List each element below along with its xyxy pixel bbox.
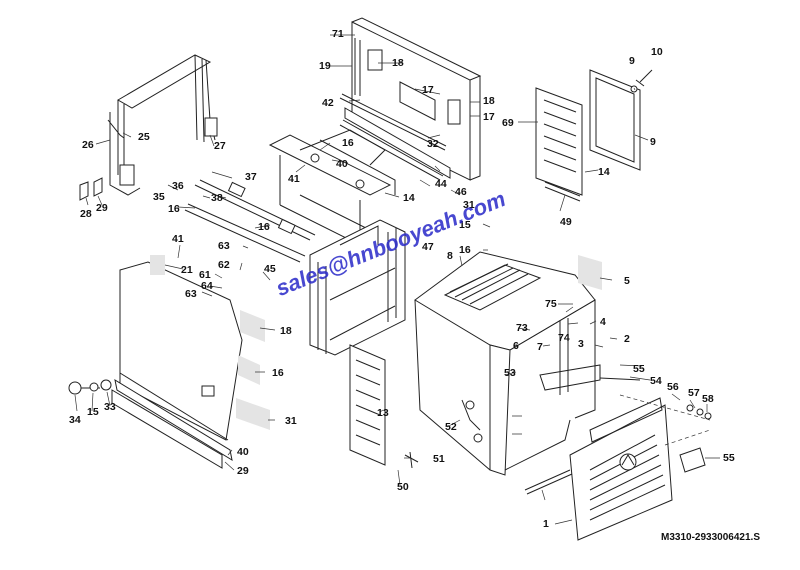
- knob-fasteners-part: [68, 379, 112, 395]
- callout-30: 27: [214, 140, 226, 152]
- drawing-code: M3310-2933006421.S: [661, 532, 760, 543]
- callout-labels: 71 19 18 17 42 18 17 32 16 40 41 44 46 1…: [69, 28, 735, 530]
- callout-20: 16: [342, 137, 354, 149]
- callout-64: 62: [218, 259, 230, 271]
- callout-48: 44: [435, 178, 447, 190]
- callout-36: 32: [427, 138, 439, 150]
- callout-62: 58: [702, 393, 714, 405]
- callout-72: 74: [558, 332, 570, 344]
- callout-47: 42: [322, 97, 334, 109]
- callout-61: 57: [688, 387, 700, 399]
- callout-35: 31: [285, 415, 297, 427]
- callout-33: 29: [237, 465, 249, 477]
- callout-54: 51: [433, 453, 445, 465]
- callout-73: 75: [545, 298, 557, 310]
- callout-12: 13: [377, 407, 389, 419]
- callout-51: 47: [422, 241, 434, 253]
- callout-50: 46: [455, 186, 467, 198]
- callout-18: 16: [272, 367, 284, 379]
- mounting-rails-part: [184, 179, 316, 263]
- long-bars-part: [339, 93, 451, 181]
- callout-46: 41: [172, 233, 184, 245]
- callout-32: 29: [96, 202, 108, 214]
- callout-66: 63: [185, 288, 197, 300]
- callout-27: 19: [319, 60, 331, 72]
- roof-frame-part: [79, 54, 218, 201]
- callout-39: 35: [153, 191, 165, 203]
- callout-7: 7: [537, 341, 543, 353]
- callout-53: 50: [397, 481, 409, 493]
- side-grille-door-part: [535, 69, 641, 202]
- callout-15-top: 15: [459, 219, 471, 231]
- callout-28: 25: [138, 131, 150, 143]
- callout-13: 14: [598, 166, 610, 178]
- callout-42: 38: [211, 192, 223, 204]
- callout-65: 63: [218, 240, 230, 252]
- callout-37: 33: [104, 401, 116, 413]
- callout-56: 53: [504, 367, 516, 379]
- callout-25: 18: [392, 57, 404, 69]
- callout-4: 4: [600, 316, 606, 328]
- callout-16: 16: [168, 203, 180, 215]
- callout-67: 64: [201, 280, 213, 292]
- callout-34: 31: [463, 199, 475, 211]
- callout-11: 9: [629, 55, 635, 67]
- main-cab-body-part: [414, 251, 602, 476]
- rear-panel-part: [351, 17, 482, 181]
- door-latch-part: [539, 364, 712, 473]
- callout-9: 9: [650, 136, 656, 148]
- front-grille-part: [349, 344, 419, 469]
- callout-31: 28: [80, 208, 92, 220]
- callout-26: 21: [181, 264, 193, 276]
- callout-55: 52: [445, 421, 457, 433]
- callout-49: 45: [264, 263, 276, 275]
- callout-24: 18: [483, 95, 495, 107]
- callout-1: 1: [543, 518, 549, 530]
- center-frame-part: [309, 219, 406, 356]
- callout-38: 34: [69, 414, 81, 426]
- callout-5: 5: [624, 275, 630, 287]
- callout-14: 14: [403, 192, 415, 204]
- callout-6: 6: [513, 340, 519, 352]
- callout-58: 55: [633, 363, 645, 375]
- callout-40: 36: [172, 180, 184, 192]
- callout-45: 41: [288, 173, 300, 185]
- callout-70: 71: [332, 28, 344, 40]
- callout-29: 26: [82, 139, 94, 151]
- bolt-part: [630, 69, 653, 93]
- callout-59: 55: [723, 452, 735, 464]
- callout-52: 49: [560, 216, 572, 228]
- callout-21: 17: [422, 84, 434, 96]
- callout-60: 56: [667, 381, 679, 393]
- callout-15-left: 15: [87, 406, 99, 418]
- callout-8: 8: [447, 250, 453, 262]
- callout-69: 69: [502, 117, 514, 129]
- callout-71: 73: [516, 322, 528, 334]
- callout-43: 40: [336, 158, 348, 170]
- callout-10: 10: [651, 46, 663, 58]
- callout-3: 3: [578, 338, 584, 350]
- left-side-panel-part: [111, 255, 270, 469]
- callout-17: 17: [483, 111, 495, 123]
- callout-41: 37: [245, 171, 257, 183]
- callout-19: 16: [258, 221, 270, 233]
- leader-lines: [74, 34, 720, 525]
- callout-16-top: 16: [459, 244, 471, 256]
- callout-57: 54: [650, 375, 662, 387]
- callout-2: 2: [624, 333, 630, 345]
- callout-22: 18: [280, 325, 292, 337]
- callout-44: 40: [237, 446, 249, 458]
- front-door-part: [524, 397, 673, 541]
- callout-63: 61: [199, 269, 211, 281]
